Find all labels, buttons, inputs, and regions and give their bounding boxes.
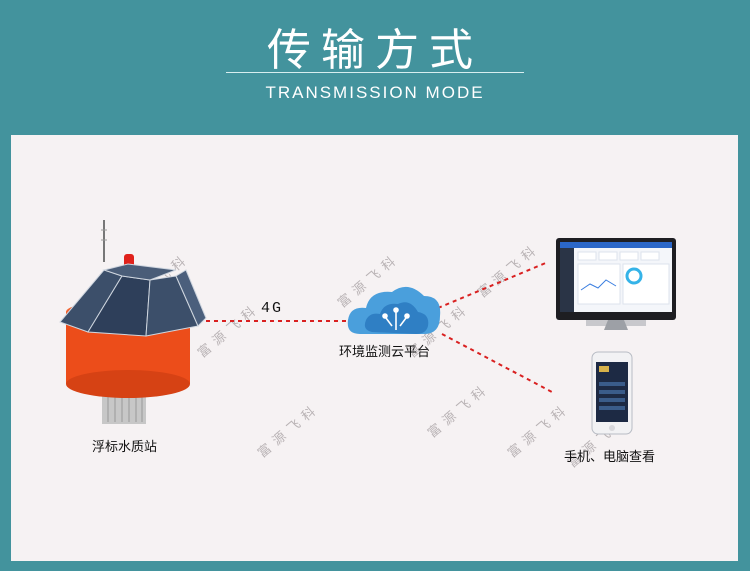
title-divider <box>226 72 524 73</box>
phone-icon <box>591 351 633 435</box>
page-title: 传输方式 <box>267 25 483 76</box>
link-label-4g: 4G <box>261 300 284 317</box>
page-subtitle: TRANSMISSION MODE <box>265 83 485 102</box>
buoy-icon <box>59 220 207 424</box>
monitor-icon <box>556 238 676 330</box>
link-lines <box>206 261 553 393</box>
station-label: 浮标水质站 <box>92 440 158 455</box>
cloud-icon <box>347 286 441 334</box>
device-label: 手机、电脑查看 <box>564 450 656 465</box>
cloud-label: 环境监测云平台 <box>339 345 431 360</box>
